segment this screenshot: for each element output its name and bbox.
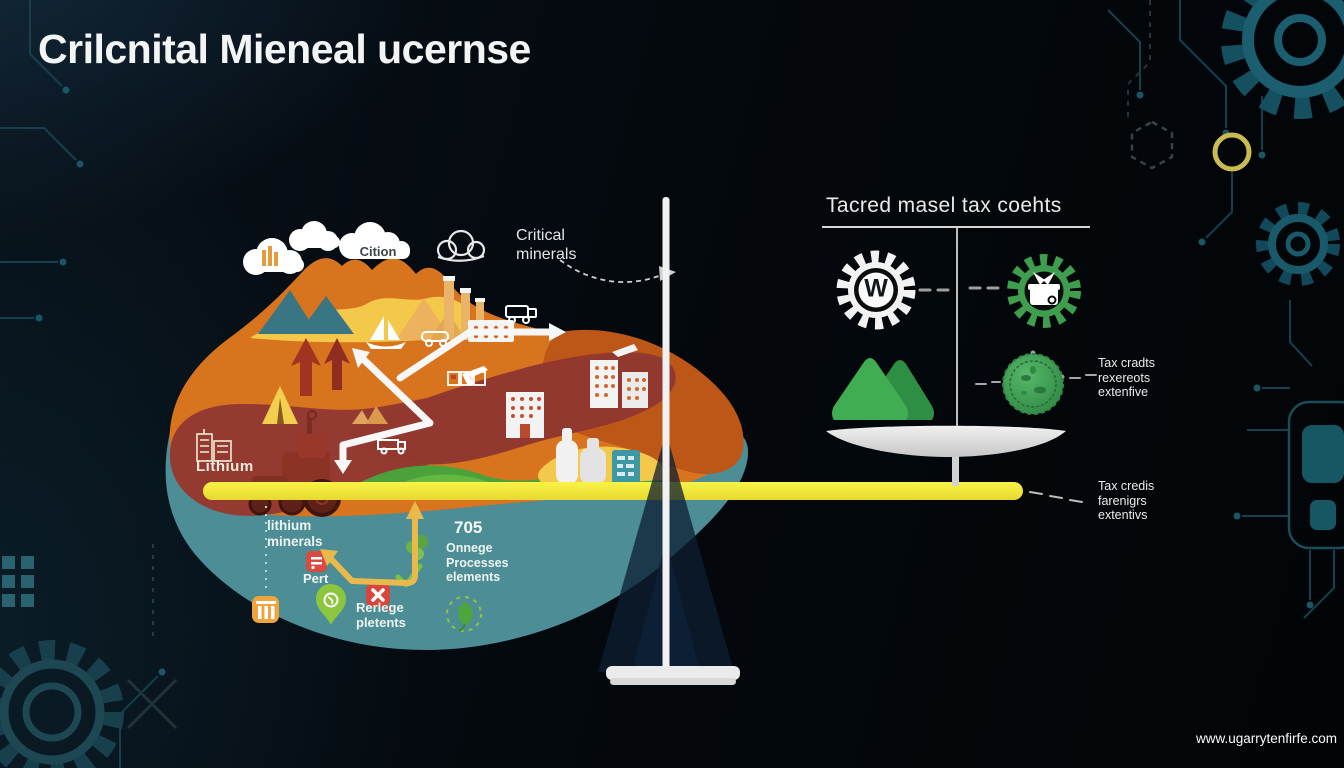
circuit-pattern-right <box>1107 0 1335 619</box>
car-icon <box>421 331 449 347</box>
balance-scale <box>203 197 1066 685</box>
stand-pole <box>662 197 670 675</box>
lithium-minerals-label: lithium minerals <box>267 518 323 549</box>
gear-outline-mid-right-icon <box>1256 202 1340 286</box>
website-url: www.ugarrytenfirfe.com <box>1195 731 1337 746</box>
lithium-label: Lithium <box>196 458 254 475</box>
teal-peak-left <box>258 290 318 334</box>
cloud-icon <box>289 221 340 251</box>
city-outline-icon <box>196 429 232 462</box>
page-title: Crilcnital Mieneal ucernse <box>38 26 531 72</box>
cloud-icon <box>243 238 304 275</box>
x-mark-icon <box>366 583 391 611</box>
red-arrow-up-icon <box>324 338 350 390</box>
heading-underline <box>822 226 1090 228</box>
tent-door <box>277 398 284 424</box>
gear-letter: W <box>864 274 888 303</box>
gear-gift-icon <box>1007 254 1081 328</box>
tax-credit-note-bottom: Tax credis farenigrs extentivs <box>1098 479 1155 522</box>
gear-outline-top-right-icon <box>1221 0 1344 119</box>
smoke-cloud-outline-icon <box>436 229 486 262</box>
building-icon <box>506 392 544 438</box>
panel-divider <box>956 228 958 426</box>
pert-label: Pert <box>303 571 329 586</box>
teal-peak-right <box>298 296 354 334</box>
document-icon <box>306 551 327 572</box>
seal-badge-icon <box>1002 350 1065 415</box>
recycle-bin-icon <box>612 450 640 486</box>
tax-credit-note-top: Tax cradts rexereots extenfive <box>1098 356 1155 399</box>
process-label: Onnege Processes elements <box>446 541 509 584</box>
ledger-boxes-icon <box>447 371 486 386</box>
truck-outline-icon <box>505 305 537 324</box>
route-path <box>339 328 554 464</box>
yellow-route-path <box>329 515 418 586</box>
dash-connector <box>918 286 1000 292</box>
plane-icon <box>462 366 488 386</box>
red-arrow-up-icon <box>291 338 321 396</box>
hexagon-outline-icon <box>1130 120 1174 170</box>
tax-panel <box>822 226 1097 503</box>
green-mountains-icon <box>832 358 934 420</box>
gear-outline-bottom-left-icon <box>0 640 124 768</box>
map-pin-icon <box>316 584 346 625</box>
building-icon <box>590 344 648 408</box>
bank-icon <box>252 596 279 623</box>
route-arrowheads <box>334 323 566 474</box>
cloud-label: Cition <box>359 244 397 259</box>
gear-w-icon <box>836 250 916 330</box>
count-label: 705 <box>454 518 483 537</box>
storage-label: Rerlege pletents <box>356 600 406 631</box>
bottles-icon <box>556 428 606 484</box>
critical-minerals-label: Critical minerals <box>516 227 577 263</box>
dash-connector <box>975 374 1097 385</box>
cloud-label-bubble <box>339 222 410 259</box>
dashed-pointer <box>559 259 665 283</box>
dash-connector <box>1029 491 1083 503</box>
leaf-badge-icon <box>446 596 482 632</box>
chip-outline-right-icon <box>1287 400 1344 550</box>
dish-stem <box>952 450 959 486</box>
yellow-arrowhead <box>406 501 424 519</box>
landscape-illustration <box>165 221 749 650</box>
scale-dish <box>826 425 1066 457</box>
balance-beam <box>203 482 1023 500</box>
small-hills-icon <box>352 410 370 424</box>
chip-squares-left <box>2 556 34 607</box>
boat-icon <box>366 316 406 349</box>
stand-base-shade <box>610 678 736 685</box>
yellow-ring-icon <box>1212 132 1252 172</box>
truck-outline-icon <box>377 439 406 455</box>
panel-heading: Tacred masel tax coehts <box>826 194 1062 217</box>
yellow-arrowhead <box>320 549 338 566</box>
stand-base <box>606 666 740 680</box>
small-hills-icon <box>366 406 388 424</box>
